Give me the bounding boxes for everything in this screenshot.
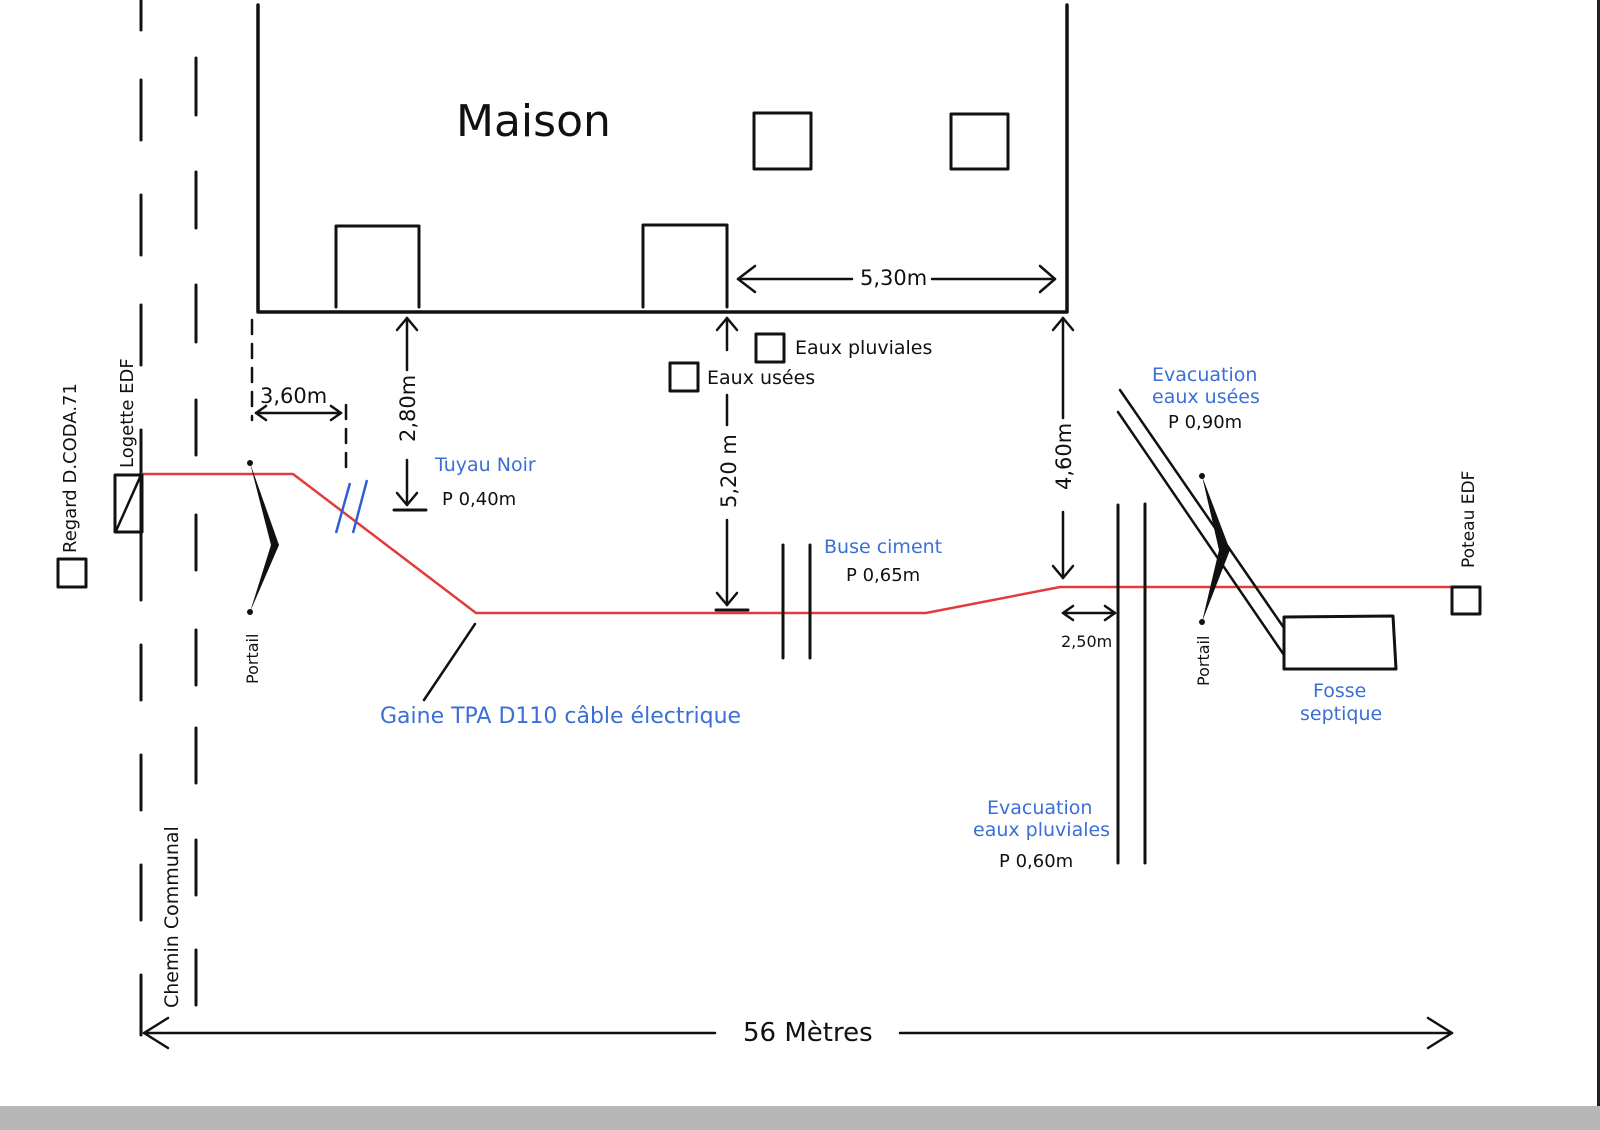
label-evac-usees-2: eaux usées [1152,386,1260,408]
electric-box-icon [113,473,144,534]
label-portail-left: Portail [243,634,262,684]
sleeve-mark [334,479,369,534]
label-eaux-usees: Eaux usées [707,367,815,389]
label-logette-edf: Logette EDF [117,358,138,468]
label-tuyau-noir: Tuyau Noir [434,454,536,476]
dimension-360: 3,60m [260,384,327,408]
manhole-icon [56,557,88,589]
door-icon [641,223,729,309]
label-evac-pluviales-1: Evacuation [987,797,1092,819]
arrow-icon [1061,604,1117,622]
dimension-280: 2,80m [396,375,420,442]
gate-icon [1199,473,1230,625]
dimension-530: 5,30m [860,266,927,290]
arrow-icon [736,264,1057,294]
label-evac-usees-1: Evacuation [1152,364,1257,386]
arrow-icon [392,316,428,512]
label-poteau-edf: Poteau EDF [1459,471,1479,568]
concrete-pipe [781,543,812,660]
arrow-icon [254,404,343,422]
septic-tank-icon [1282,614,1398,671]
dimension-250: 2,50m [1061,632,1112,651]
rainwater-pipe [1116,502,1147,865]
label-evac-usees-depth: P 0,90m [1168,412,1242,433]
label-portail-right: Portail [1194,636,1213,686]
label-chemin-communal: Chemin Communal [161,826,183,1008]
dimension-total: 56 Mètres [743,1018,873,1048]
arrow-icon [142,1016,1454,1050]
label-evac-pluviales-2: eaux pluviales [973,819,1110,841]
label-tuyau-noir-depth: P 0,40m [442,489,516,510]
label-evac-pluviales-depth: P 0,60m [999,851,1073,872]
dimension-520: 5,20 m [717,434,741,508]
gate-icon [247,460,279,615]
site-plan-drawing: Maison 5,30m Eaux pluviales Eaux usées 3… [56,0,1482,1050]
house-title: Maison [456,96,611,147]
window-icon [752,111,813,171]
dimension-460: 4,60m [1052,423,1076,490]
bottom-border [0,1106,1600,1130]
label-fosse-1: Fosse [1313,680,1366,702]
manhole-icon [754,332,786,364]
label-buse-ciment: Buse ciment [824,536,942,558]
label-gaine: Gaine TPA D110 câble électrique [380,704,741,729]
label-eaux-pluviales: Eaux pluviales [795,337,932,359]
house [256,3,1069,314]
arrow-icon [714,316,750,612]
pole-icon [1450,585,1482,616]
label-fosse-2: septique [1300,703,1382,725]
arrow-icon [1051,316,1075,580]
dashed-guides [250,318,348,472]
right-border [1597,0,1600,1106]
wastewater-pipe [1116,388,1286,657]
window-icon [949,112,1010,171]
manhole-icon [668,361,700,393]
door-icon [334,224,421,309]
label-regard: Regard D.CODA.71 [60,383,81,553]
electric-cable-route [141,472,1452,615]
label-buse-ciment-depth: P 0,65m [846,565,920,586]
